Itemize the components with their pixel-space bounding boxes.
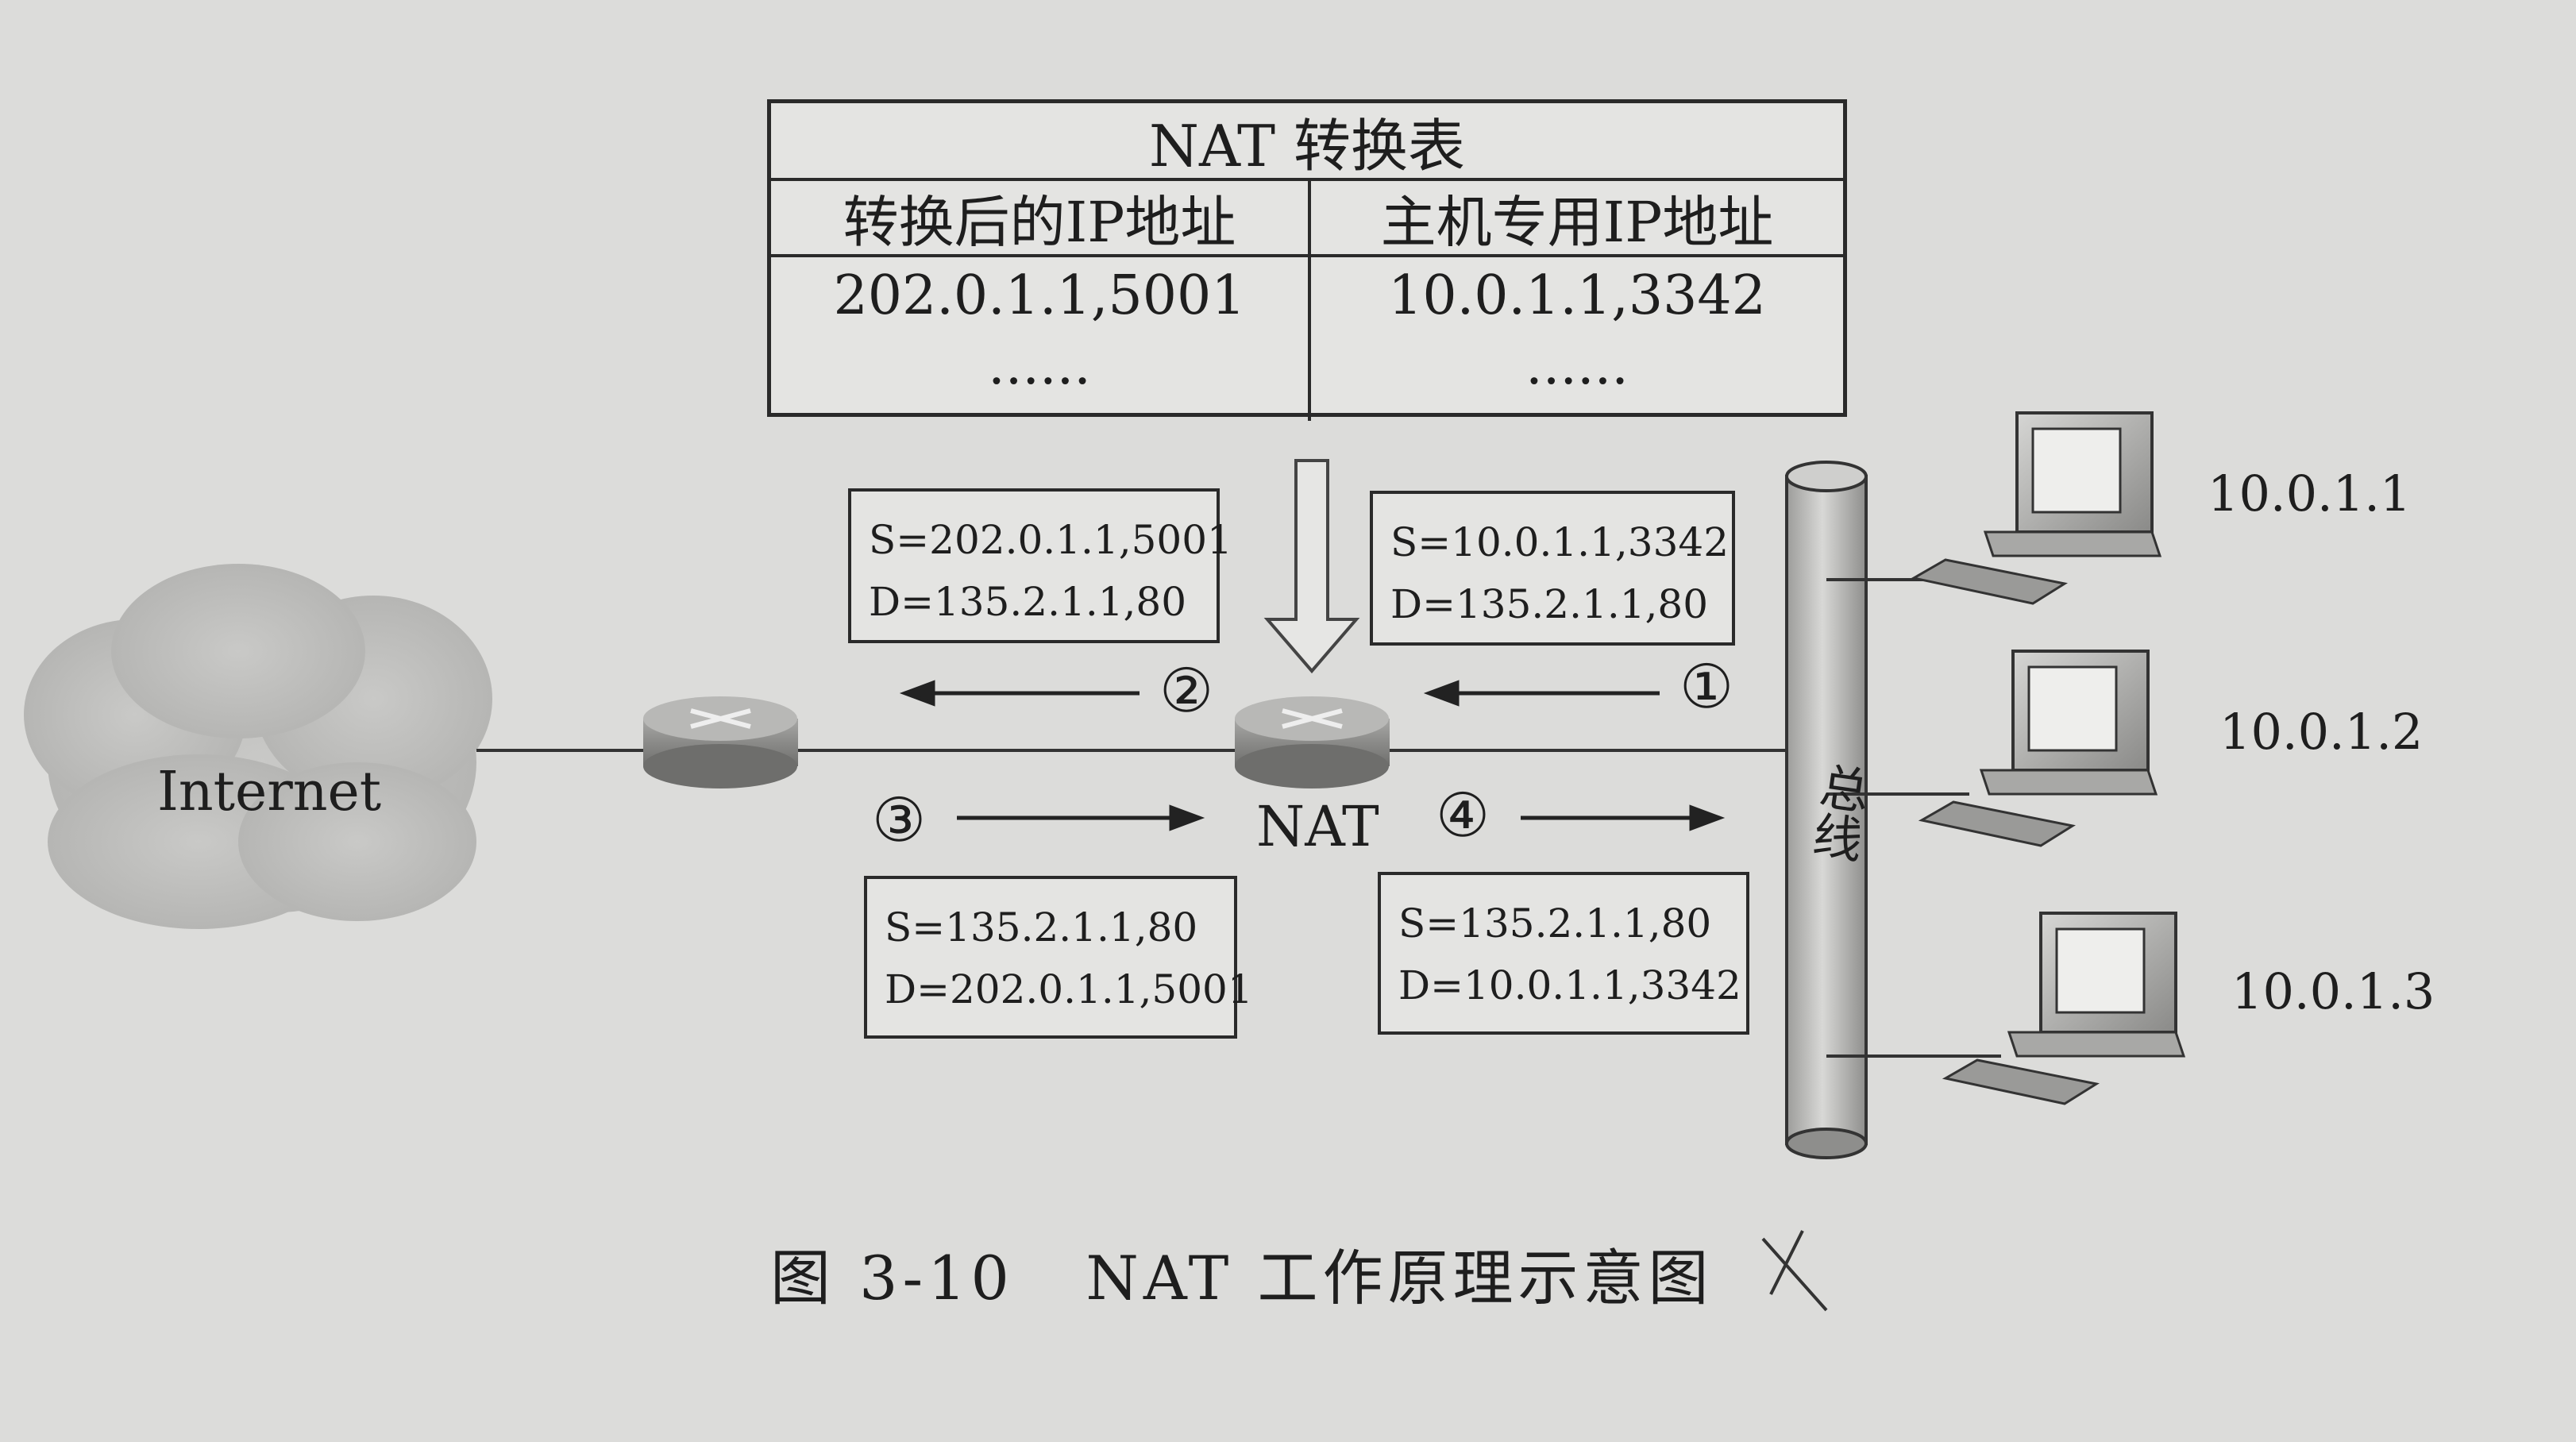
- nat-table-title: NAT 转换表: [771, 103, 1843, 181]
- step-2-marker: ②: [1159, 655, 1214, 726]
- nat-label: NAT: [1256, 794, 1379, 859]
- packet-box-3: S=135.2.1.1,80 D=202.0.1.1,5001: [864, 876, 1253, 1039]
- nat-table-cell: ......: [1525, 334, 1629, 397]
- nat-table: NAT 转换表 转换后的IP地址 主机专用IP地址 202.0.1.1,5001…: [767, 99, 1847, 421]
- packet-destination: D=135.2.1.1,80: [1390, 581, 1709, 627]
- packet-destination: D=202.0.1.1,5001: [885, 966, 1253, 1012]
- pen-mark: [1761, 1230, 1828, 1312]
- step-3-marker: ③: [872, 785, 927, 855]
- nat-table-cell: ......: [988, 334, 1091, 397]
- bus-label: 总线: [1801, 758, 1873, 865]
- router-icon: [1235, 696, 1390, 788]
- arrow-icon: [899, 680, 1726, 831]
- bus-icon: [1785, 461, 1868, 1159]
- figure-caption: 图 3-10 NAT 工作原理示意图: [770, 1243, 1714, 1313]
- nat-table-divider: [1308, 181, 1311, 421]
- nat-table-header-private: 主机专用IP地址: [1311, 181, 1843, 257]
- nat-table-header-public: 转换后的IP地址: [771, 181, 1308, 257]
- computer-icon: [1910, 411, 2162, 605]
- step-4-marker: ④: [1436, 780, 1490, 850]
- packet-source: S=135.2.1.1,80: [885, 904, 1198, 950]
- arrow-icon: [1263, 459, 1360, 674]
- packet-destination: D=135.2.1.1,80: [869, 579, 1187, 625]
- packet-source: S=10.0.1.1,3342: [1390, 519, 1730, 565]
- host-ip-label: 10.0.1.1: [2208, 465, 2412, 522]
- packet-source: S=202.0.1.1,5001: [869, 517, 1232, 563]
- host-ip-label: 10.0.1.2: [2219, 703, 2424, 761]
- internet-label: Internet: [157, 761, 382, 823]
- step-1-marker: ①: [1679, 651, 1734, 722]
- cloud-icon: [24, 564, 492, 929]
- host-ip-label: 10.0.1.3: [2231, 962, 2435, 1020]
- packet-box-2: S=202.0.1.1,5001 D=135.2.1.1,80: [848, 488, 1232, 643]
- packet-source: S=135.2.1.1,80: [1398, 900, 1712, 947]
- computer-icon: [1942, 912, 2186, 1105]
- router-icon: [643, 696, 798, 788]
- packet-destination: D=10.0.1.1,3342: [1398, 962, 1741, 1008]
- computer-icon: [1918, 650, 2158, 847]
- packet-box-1: S=10.0.1.1,3342 D=135.2.1.1,80: [1370, 491, 1735, 646]
- nat-table-cell: 10.0.1.1,3342: [1388, 264, 1766, 327]
- nat-table-cell: 202.0.1.1,5001: [833, 264, 1246, 327]
- packet-box-4: S=135.2.1.1,80 D=10.0.1.1,3342: [1378, 872, 1749, 1035]
